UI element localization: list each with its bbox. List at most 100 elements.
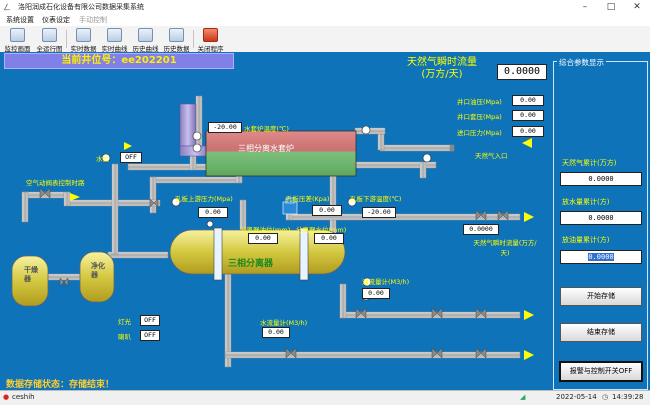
valve — [497, 209, 509, 221]
pipe — [21, 191, 29, 223]
clock-icon: ◷ — [602, 393, 609, 401]
toolbar-separator — [66, 30, 67, 48]
pipe — [63, 191, 71, 207]
realtime-curve-button[interactable]: 实时曲线 — [101, 27, 128, 53]
gas-flow-title-line2: (万方/天) — [421, 69, 463, 80]
pipe — [419, 161, 427, 179]
trend-icon — [107, 28, 122, 42]
current-well-header: 当前井位号：ee202201 — [4, 53, 234, 69]
process-diagram: 当前井位号：ee202201 天然气瞬时流量 (万方/天) 0.0000 -20… — [0, 52, 650, 390]
valve — [431, 307, 443, 319]
well-oil-pressure-value: 0.00 — [512, 95, 544, 106]
arrow-icon — [124, 142, 132, 150]
orifice-flow-meter — [285, 197, 295, 204]
gas-total-label: 天然气累计(万方) — [562, 159, 617, 167]
exit-icon — [203, 28, 218, 42]
summary-title: 综合参数显示 — [557, 57, 606, 68]
sep-water-level-label: 分离器水位(mm) — [296, 226, 347, 234]
valve — [39, 187, 51, 199]
water-jacket-furnace — [205, 130, 357, 177]
menu-instrument-settings[interactable]: 仪表设定 — [42, 16, 70, 24]
dryer-tank — [11, 255, 49, 307]
well-oil-pressure-label: 井口油压(Mpa) — [457, 98, 502, 106]
menu-manual-control[interactable]: 手动控制 — [79, 16, 107, 24]
horn-value: OFF — [140, 330, 160, 341]
realtime-data-button[interactable]: 实时数据 — [70, 27, 97, 53]
minimize-icon[interactable]: – — [582, 2, 588, 12]
orifice-flow-meter — [282, 201, 298, 215]
pressure-gauge — [361, 125, 371, 135]
pressure-gauge — [171, 197, 181, 207]
status-date: 2022-05-14 — [556, 393, 597, 401]
monitor-button[interactable]: 监控画面 — [4, 27, 31, 53]
arrow-icon — [524, 212, 534, 222]
sep-oil-level-value: 0.00 — [248, 233, 278, 244]
alarm-control-toggle-button[interactable]: 报警与控制开关OFF — [559, 361, 643, 382]
orifice-down-temp-label: 孔板下游温度(℃) — [350, 195, 402, 203]
valve — [285, 347, 297, 359]
separator-name: 三相分离器 — [228, 259, 274, 269]
valve — [355, 307, 367, 319]
furnace-temp-label: 水套炉温度(℃) — [244, 125, 289, 133]
water-level-gauge — [299, 227, 309, 281]
close-icon[interactable]: ✕ — [633, 2, 641, 12]
sep-oil-level-label: 分离器油位(mm) — [240, 226, 291, 234]
furnace-temp-value: -20.00 — [208, 122, 242, 133]
purifier-name: 净化器 — [91, 262, 105, 279]
inlet-pressure-label: 进口压力(Mpa) — [457, 129, 502, 137]
app-icon: ㄥ — [3, 3, 11, 12]
summary-panel: 综合参数显示 天然气累计(万方) 0.0000 放水量累计(方) 0.0000 … — [553, 57, 648, 390]
gas-flow-title: 天然气瞬时流量 (万方/天) — [407, 57, 477, 81]
overview-icon — [42, 28, 57, 42]
monitor-icon — [10, 28, 25, 42]
oil-meter-label: 油流量计(M3/h) — [362, 278, 410, 286]
pressure-gauge — [101, 153, 111, 163]
light-label: 灯光 — [118, 318, 131, 326]
arrow-icon — [522, 138, 532, 148]
storage-status: 数据存储状态：存储结束！ — [6, 380, 115, 390]
pressure-gauge — [422, 153, 432, 163]
orifice-dp-label: 孔板压差(Kpa) — [286, 195, 330, 203]
well-casing-pressure-value: 0.00 — [512, 110, 544, 121]
history-data-button[interactable]: 历史数据 — [163, 27, 190, 53]
clock-icon — [76, 28, 91, 42]
exit-button[interactable]: 关闭程序 — [197, 27, 224, 53]
window-title: 洛阳润成石化设备有限公司数据采集系统 — [18, 3, 144, 11]
water-level-label: 水位 — [96, 155, 109, 163]
start-storage-button[interactable]: 开始存储 — [560, 287, 642, 306]
orifice-down-temp-value: -20.00 — [362, 207, 396, 218]
valve — [475, 347, 487, 359]
pipe-network — [11, 95, 534, 368]
furnace-name: 三相分离水套炉 — [238, 144, 294, 153]
dryer-name: 干燥器 — [24, 266, 38, 283]
menu-system-settings[interactable]: 系统设置 — [6, 16, 34, 24]
gas-flow-small-value: 0.0000 — [463, 224, 499, 235]
oil-total-label: 放油量累计(方) — [562, 236, 610, 244]
menu-bar: 系统设置 仪表设定 手动控制 — [0, 14, 650, 26]
water-meter-value: 0.00 — [262, 327, 290, 338]
pipe — [111, 163, 119, 255]
arrow-icon — [524, 310, 534, 320]
maximize-icon[interactable]: □ — [606, 2, 616, 12]
stop-storage-button[interactable]: 结束存储 — [560, 323, 642, 342]
oil-level-gauge — [213, 227, 223, 281]
water-level-value: OFF — [120, 152, 142, 163]
history-curve-button[interactable]: 历史曲线 — [132, 27, 159, 53]
toolbar-separator — [193, 30, 194, 48]
overview-button[interactable]: 全运行图 — [36, 27, 63, 53]
pressure-gauge — [206, 220, 214, 228]
orifice-dp-value: 0.00 — [312, 205, 342, 216]
pipe — [339, 311, 521, 319]
valve — [475, 209, 487, 221]
well-casing-pressure-label: 井口套压(Mpa) — [457, 113, 502, 121]
pipe — [449, 144, 455, 152]
history-curve-icon — [138, 28, 153, 42]
pressure-gauge — [192, 143, 202, 153]
pipe — [189, 155, 197, 171]
water-total-label: 放水量累计(方) — [562, 198, 610, 206]
toolbar: 监控画面 全运行图 实时数据 实时曲线 历史曲线 历史数据 关闭程序 — [0, 26, 650, 53]
valve — [149, 198, 159, 208]
gas-inlet-label: 天然气入口 — [475, 152, 508, 160]
pressure-gauge — [192, 131, 202, 141]
oil-total-value[interactable]: 0.0000 — [560, 250, 642, 264]
